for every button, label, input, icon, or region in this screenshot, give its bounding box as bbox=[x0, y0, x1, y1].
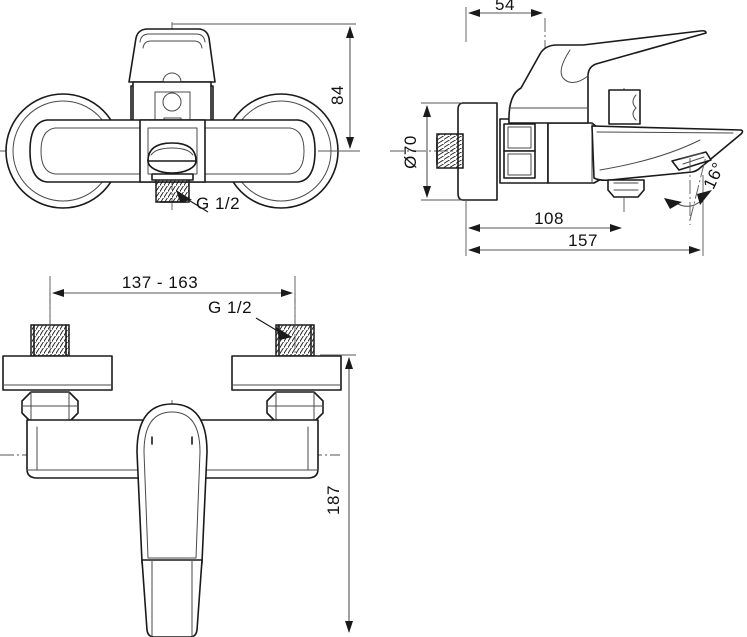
dimension-length-157: 157 bbox=[465, 175, 704, 256]
right-inlet-assembly bbox=[231, 324, 342, 423]
dimension-height-187: 187 bbox=[320, 354, 356, 633]
dimension-157-label: 157 bbox=[568, 231, 598, 250]
dimension-d70-label: Ø70 bbox=[401, 135, 420, 169]
dimension-height-84: 84 bbox=[172, 23, 356, 152]
left-inlet-assembly bbox=[2, 324, 113, 423]
side-hex-coupling bbox=[499, 118, 549, 184]
outlet-thread-front bbox=[147, 142, 197, 203]
side-diverter-knob bbox=[608, 89, 641, 125]
annotation-thread-inlet-bottom: G 1/2 bbox=[208, 298, 292, 340]
side-escutcheon-disc bbox=[436, 102, 498, 201]
annotation-g12-bottom-label: G 1/2 bbox=[208, 298, 252, 317]
view-side: 54 Ø70 108 157 16° bbox=[390, 0, 744, 256]
dimension-108-label: 108 bbox=[534, 209, 564, 228]
dimension-length-108: 108 bbox=[465, 200, 622, 234]
dimension-137-163-label: 137 - 163 bbox=[122, 273, 198, 292]
view-front-section: G 1/2 84 bbox=[0, 22, 360, 213]
dimension-84-label: 84 bbox=[328, 85, 347, 105]
bottom-lever-handle bbox=[136, 403, 208, 637]
view-bottom-front: 137 - 163 G 1/2 187 bbox=[0, 273, 356, 637]
dimension-offset-54: 54 bbox=[465, 0, 543, 42]
side-lever-handle bbox=[508, 29, 707, 124]
handle-cap-front bbox=[128, 28, 216, 127]
dimension-spread-137-163: 137 - 163 bbox=[49, 273, 296, 330]
side-body-and-spout bbox=[547, 122, 744, 184]
annotation-g12-front-label: G 1/2 bbox=[196, 194, 240, 213]
dimension-54-label: 54 bbox=[495, 0, 515, 14]
dimension-187-label: 187 bbox=[324, 485, 343, 515]
side-lower-hex-outlet bbox=[607, 179, 645, 198]
dimension-diameter-70: Ø70 bbox=[401, 102, 462, 201]
annotation-thread-outlet-front: G 1/2 bbox=[176, 190, 240, 213]
